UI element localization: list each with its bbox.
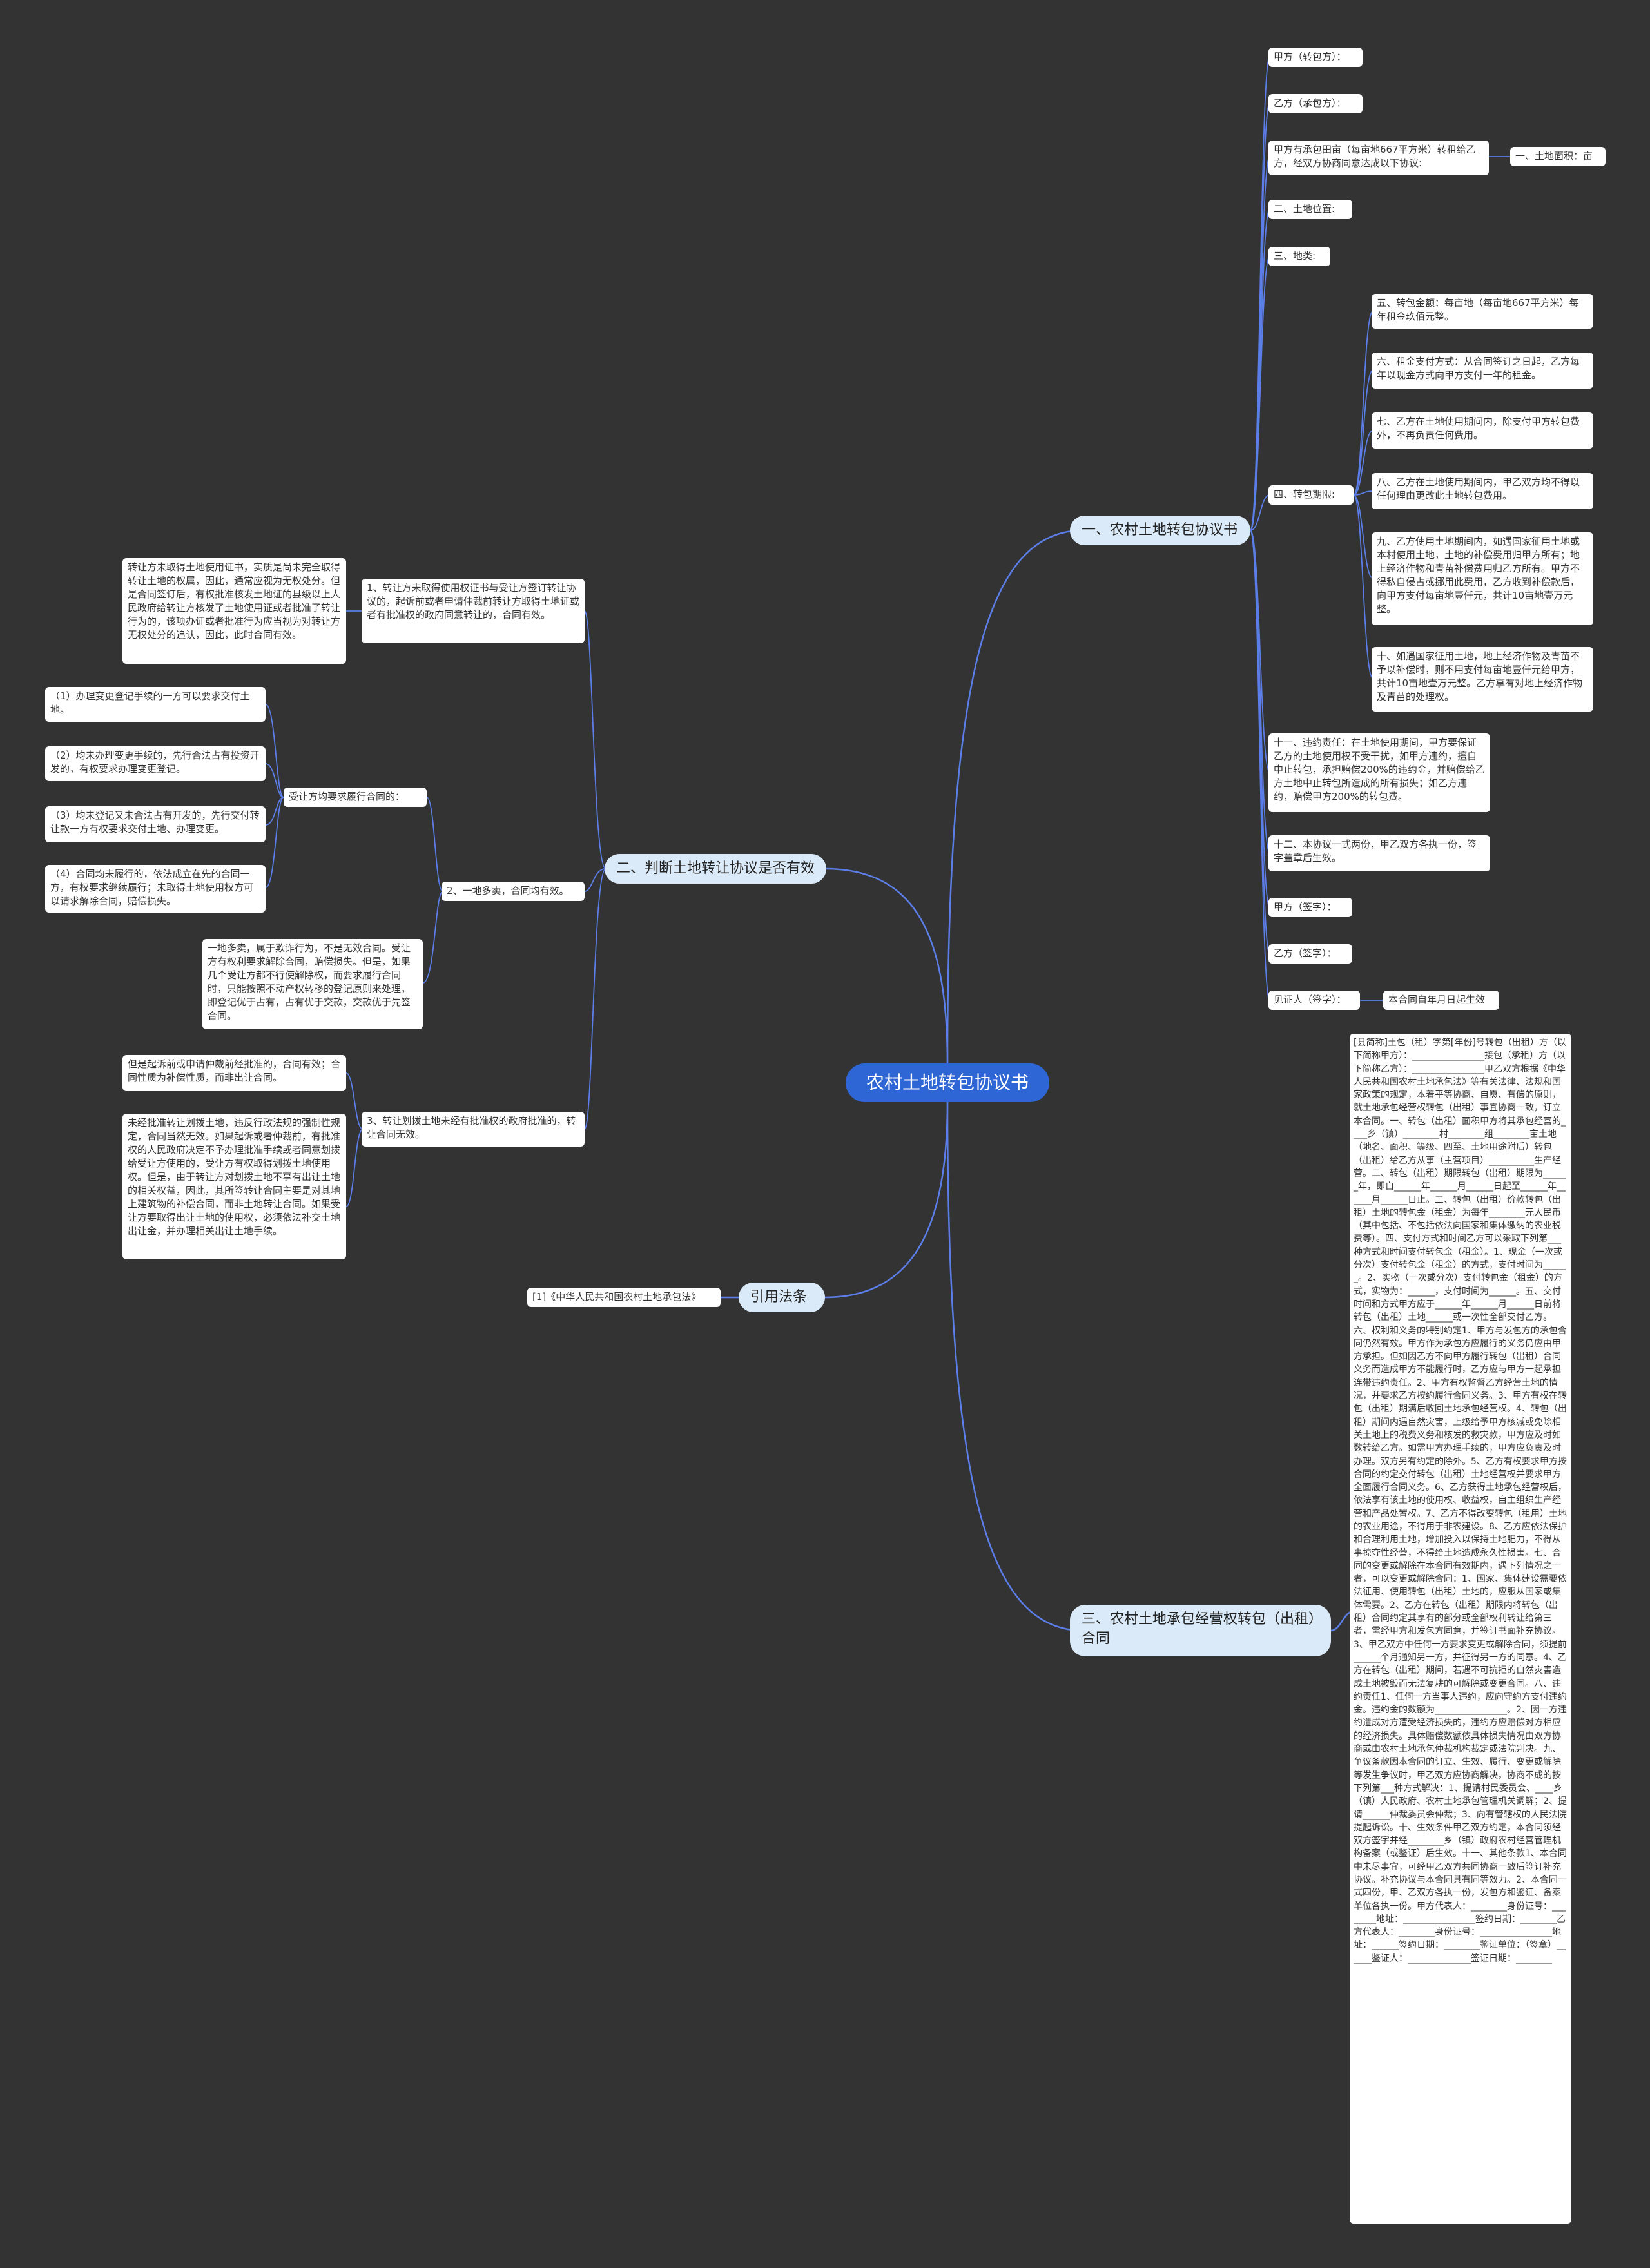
link-root-b4: [946, 1101, 1083, 1632]
clause-12[interactable]: 十二、本协议一式两份，甲乙双方各执一份，签字盖章后生效。: [1268, 835, 1490, 871]
link-c2-c2a: [426, 797, 443, 892]
branch-transfer-agreement[interactable]: 一、农村土地转包协议书: [1070, 516, 1250, 545]
term-note[interactable]: 四、转包期限:: [1268, 485, 1354, 505]
link-n6-n6f: [1353, 494, 1373, 679]
clause-6[interactable]: 六、租金支付方式：从合同签订之日起，乙方每年以现金方式向甲方支付一年的租金。: [1372, 353, 1593, 389]
link-root-b1: [946, 529, 1083, 1064]
branch-validity[interactable]: 二、判断土地转让协议是否有效: [605, 854, 826, 884]
link-b1-n11: [1250, 530, 1270, 1001]
performance-rule-2[interactable]: （2）均未办理变更手续的，先行合法占有投资开发的，有权要求办理变更登记。: [45, 746, 266, 781]
performance-rule-1[interactable]: （1）办理变更登记手续的一方可以要求交付土地。: [45, 687, 266, 722]
link-n6-n6d: [1353, 490, 1373, 496]
link-c2-c2b: [422, 891, 443, 984]
link-b2-c2: [584, 868, 607, 892]
link-c2a-1: [265, 704, 284, 798]
link-b2-c1: [584, 610, 607, 869]
clause-11[interactable]: 十一、违约责任：在土地使用期间，甲方要保证乙方的土地使用权不受干扰，如甲方违约，…: [1268, 733, 1490, 812]
preamble-note[interactable]: 甲方有承包田亩（每亩地667平方米）转租给乙方，经双方协商同意达成以下协议:: [1268, 141, 1489, 175]
land-location-note[interactable]: 二、土地位置:: [1268, 200, 1352, 219]
link-c3-c3a: [345, 1072, 364, 1130]
clause-10[interactable]: 十、如遇国家征用土地，地上经济作物及青苗不予以补偿时，则不用支付每亩地壹仟元给甲…: [1372, 647, 1593, 712]
validity-case-3-detail[interactable]: 未经批准转让划拨土地，违反行政法规的强制性规定，合同当然无效。如果起诉或者仲裁前…: [122, 1114, 346, 1259]
party-b-signature[interactable]: 乙方（签字）：: [1268, 944, 1352, 964]
effective-date[interactable]: 本合同自年月日起生效: [1383, 991, 1499, 1010]
land-area-note[interactable]: 一、土地面积：亩: [1510, 147, 1606, 166]
link-root-b2: [824, 867, 949, 1064]
lease-contract-full-text[interactable]: [县简称]土包（租）字第[年份]号转包（出租）方（以下简称甲方）：_______…: [1350, 1034, 1571, 2224]
land-type-note[interactable]: 三、地类:: [1268, 247, 1330, 266]
link-b2-c3: [584, 868, 607, 1130]
party-a-signature[interactable]: 甲方（签字）：: [1268, 898, 1352, 917]
multi-sale-note[interactable]: 一地多卖，属于欺诈行为，不是无效合同。受让方有权利要求解除合同，赔偿损失。但是，…: [202, 939, 423, 1029]
link-b1-n4: [1250, 209, 1270, 531]
performance-rule-3[interactable]: （3）均未登记又未合法占有开发的，先行交付转让款一方有权要求交付土地、办理变更。: [45, 806, 266, 842]
link-c3-c3b: [345, 1129, 364, 1207]
link-c2a-2: [265, 763, 284, 798]
link-b1-n6: [1250, 494, 1270, 531]
validity-case-1-detail[interactable]: 转让方未取得土地使用证书，实质是尚未完全取得转让土地的权属，因此，通常应视为无权…: [122, 558, 346, 664]
validity-case-2[interactable]: 2、一地多卖，合同均有效。: [442, 882, 585, 901]
link-root-b3: [824, 1101, 949, 1299]
link-b1-n3: [1250, 156, 1270, 531]
party-a-field[interactable]: 甲方（转包方）：: [1268, 48, 1363, 67]
cited-law-item[interactable]: [1]《中华人民共和国农村土地承包法》: [527, 1288, 721, 1307]
party-b-field[interactable]: 乙方（承包方）：: [1268, 94, 1363, 113]
validity-case-3-exception[interactable]: 但是起诉前或申请仲裁前经批准的，合同有效；合同性质为补偿性质，而非出让合同。: [122, 1055, 346, 1091]
clause-9[interactable]: 九、乙方使用土地期间内，如遇国家征用土地或本村使用土地，土地的补偿费用归甲方所有…: [1372, 532, 1593, 625]
link-n6-n6c: [1353, 430, 1373, 496]
link-c2a-4: [265, 797, 284, 888]
branch-cited-law[interactable]: 引用法条: [739, 1283, 825, 1312]
performance-rule-4[interactable]: （4）合同均未履行的，依法成立在先的合同一方，有权要求继续履行；未取得土地使用权…: [45, 865, 266, 913]
validity-case-1[interactable]: 1、转让方未取得使用权证书与受让方签订转让协议的，起诉前或者申请仲裁前转让方取得…: [362, 579, 585, 643]
link-n6-n6b: [1353, 370, 1373, 496]
root-topic[interactable]: 农村土地转包协议书: [846, 1063, 1049, 1102]
clause-5[interactable]: 五、转包金额：每亩地（每亩地667平方米）每年租金玖佰元整。: [1372, 294, 1593, 329]
link-n6-n6e: [1353, 494, 1373, 579]
link-n6-n6a: [1353, 311, 1373, 496]
link-b1-n5: [1250, 256, 1270, 531]
branch-lease-contract[interactable]: 三、农村土地承包经营权转包（出租）合同: [1070, 1605, 1331, 1656]
clause-7[interactable]: 七、乙方在土地使用期间内，除支付甲方转包费外，不再负责任何费用。: [1372, 412, 1593, 449]
clause-8[interactable]: 八、乙方在土地使用期间内，甲乙双方均不得以任何理由更改此土地转包费用。: [1372, 473, 1593, 509]
validity-case-3[interactable]: 3、转让划拨土地未经有批准权的政府批准的，转让合同无效。: [362, 1112, 585, 1147]
link-b1-n8: [1250, 530, 1270, 853]
performance-requirement[interactable]: 受让方均要求履行合同的：: [284, 788, 427, 807]
witness-signature[interactable]: 见证人（签字）：: [1268, 991, 1360, 1010]
link-c2a-3: [265, 797, 284, 826]
